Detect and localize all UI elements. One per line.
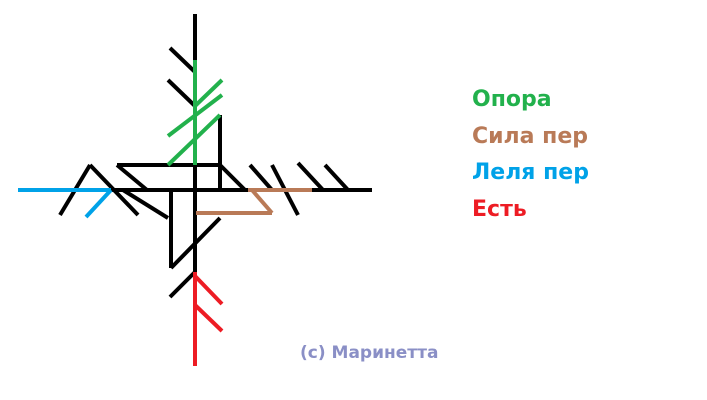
right-tick-stroke-1 (248, 163, 274, 192)
lelya-diagonal (84, 188, 113, 219)
right-tick-stroke-4 (323, 163, 350, 192)
sila-slant-stroke (250, 188, 274, 215)
top-tick-stroke-1 (168, 46, 197, 74)
left-tick-stroke-2 (88, 163, 140, 217)
lower-diagonal-2 (168, 270, 197, 299)
opora-diagonal-2 (166, 93, 224, 138)
triangle-right-edge (218, 163, 247, 192)
legend-item-lelya: Леля пер (472, 160, 589, 185)
lower-diagonal-1 (169, 216, 222, 270)
lelya-strokes (18, 188, 113, 219)
sila-strokes (196, 188, 312, 215)
author-credit: (c) Маринетта (300, 343, 439, 363)
left-tick-stroke-3 (121, 188, 170, 220)
opora-diagonal-1 (193, 78, 224, 108)
legend-item-est: Есть (472, 196, 527, 222)
triangle-left-edge (115, 163, 149, 192)
legend-item-opora: Опора (472, 87, 552, 112)
est-diagonal-2 (193, 303, 224, 333)
right-tick-stroke-3 (296, 161, 325, 192)
opora-strokes (166, 60, 224, 167)
opora-diagonal-3 (166, 113, 222, 167)
color-legend: Опора Сила пер Леля пер Есть (472, 82, 589, 228)
legend-item-sila: Сила пер (472, 123, 589, 149)
est-strokes (193, 272, 224, 366)
top-tick-stroke-2 (166, 78, 197, 108)
est-diagonal-1 (193, 274, 224, 306)
